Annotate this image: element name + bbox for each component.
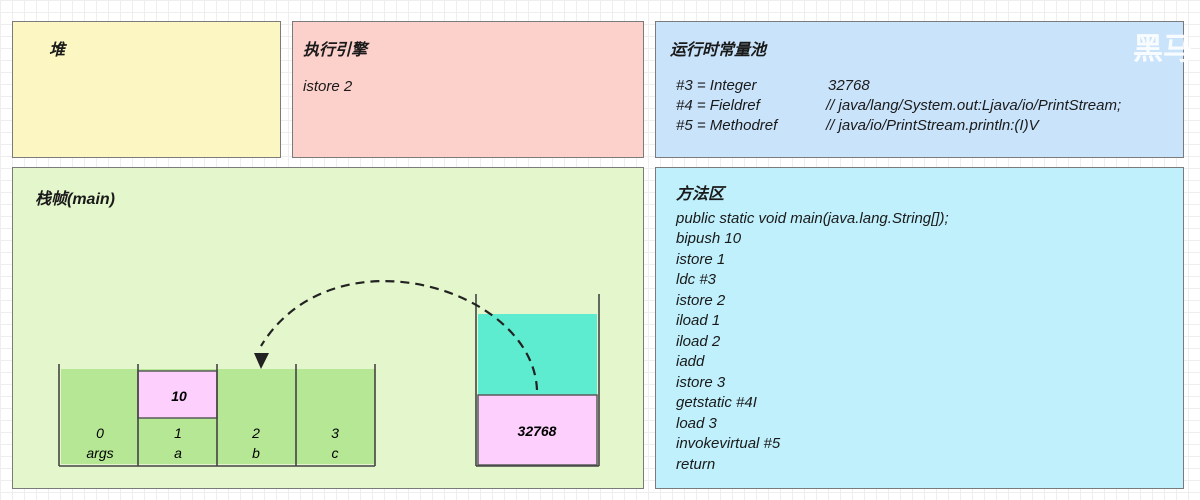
slot-name: a — [174, 445, 182, 461]
pool-entry-value: 32768 — [828, 77, 870, 94]
constant-pool-panel: 运行时常量池 #3 = Integer 32768 #4 = Fieldref … — [655, 21, 1184, 158]
slot-value-text: 10 — [171, 388, 187, 404]
bytecode-line: istore 3 — [676, 374, 726, 391]
heap-title: 堆 — [49, 42, 66, 59]
slot-name: b — [252, 445, 260, 461]
pool-entry-key: #3 = Integer — [676, 77, 757, 94]
pool-entry-value: // java/io/PrintStream.println:(I)V — [826, 117, 1039, 134]
stack-frame-panel: 栈帧(main) 10 0 args 1 a 2 b 3 c 32768 — [12, 167, 644, 489]
locals-fill — [61, 369, 375, 464]
watermark: 黑马 — [1133, 33, 1193, 66]
bytecode-line: istore 2 — [676, 292, 726, 309]
slot-name: args — [86, 445, 113, 461]
stack-frame-diagram: 10 0 args 1 a 2 b 3 c 32768 — [58, 280, 600, 467]
execution-engine-panel: 执行引擎 istore 2 — [292, 21, 644, 158]
arrow-head — [254, 353, 269, 369]
frame-title: 栈帧(main) — [35, 191, 116, 208]
pool-title: 运行时常量池 — [670, 42, 767, 59]
bytecode-line: return — [676, 456, 716, 473]
bytecode-line: load 3 — [676, 415, 717, 432]
slot-index: 3 — [331, 425, 339, 441]
bytecode-line: getstatic #4I — [676, 394, 757, 411]
bytecode-line: iload 1 — [676, 312, 721, 329]
engine-title: 执行引擎 — [303, 42, 368, 59]
pool-entry-key: #4 = Fieldref — [676, 97, 760, 114]
slot-index: 0 — [96, 425, 104, 441]
bytecode-line: iload 2 — [676, 333, 721, 350]
slot-index: 1 — [174, 425, 182, 441]
bytecode-line: iadd — [676, 353, 705, 370]
pool-entry-key: #5 = Methodref — [676, 117, 778, 134]
heap-panel: 堆 — [12, 21, 281, 158]
bytecode-line: public static void main(java.lang.String… — [676, 210, 949, 227]
bytecode-line: bipush 10 — [676, 230, 742, 247]
method-area-panel: 方法区 public static void main(java.lang.St… — [655, 167, 1184, 489]
slot-index: 2 — [251, 425, 260, 441]
engine-instruction: istore 2 — [303, 78, 353, 95]
method-title: 方法区 — [676, 186, 725, 203]
operand-stack-value: 32768 — [518, 423, 557, 439]
operand-stack-fill — [478, 314, 597, 395]
pool-entry-value: // java/lang/System.out:Ljava/io/PrintSt… — [826, 97, 1122, 114]
slot-name: c — [332, 445, 339, 461]
bytecode-line: invokevirtual #5 — [676, 435, 781, 452]
bytecode-line: ldc #3 — [676, 271, 717, 288]
bytecode-line: istore 1 — [676, 251, 726, 268]
operand-stack-top — [477, 394, 598, 466]
